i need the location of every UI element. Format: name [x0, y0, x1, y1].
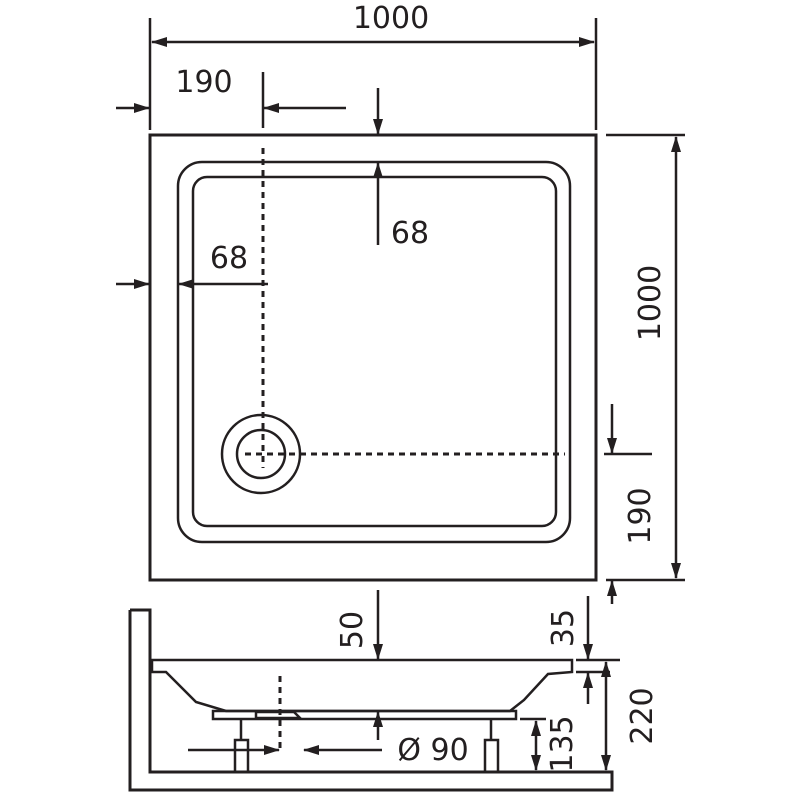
dimension-leg-height-label: 135 — [545, 715, 580, 772]
dimension-total-height-label: 220 — [625, 687, 660, 744]
dimension-drain-diameter-label: Ø 90 — [397, 733, 468, 768]
dimension-drain-offset-y: 190 — [604, 404, 658, 604]
tray-outline — [148, 133, 598, 582]
support-leg-right — [483, 738, 500, 774]
dimension-overall-width: 1000 — [148, 1, 598, 130]
dimension-drain-offset-x-label: 190 — [175, 65, 232, 100]
tray-section — [150, 658, 574, 713]
dimension-drain-offset-y-label: 190 — [623, 487, 658, 544]
dimension-tray-depth-label: 50 — [335, 611, 370, 649]
dimension-leg-height: 135 — [520, 715, 580, 773]
drain-inner-circle — [235, 428, 287, 480]
dimension-total-height: 220 — [601, 661, 660, 771]
dimension-rim-width-top: 68 — [373, 88, 429, 251]
dimension-rim-width-left: 68 — [116, 241, 268, 289]
dimension-overall-depth-label: 1000 — [633, 265, 668, 341]
dimension-overall-depth: 1000 — [606, 133, 685, 582]
dimension-rim-width-left-label: 68 — [210, 241, 248, 276]
drain-trap — [254, 710, 304, 720]
dimension-rim-thickness: 35 — [546, 596, 620, 704]
tray-base-plate — [211, 709, 518, 721]
plan-view — [148, 133, 598, 582]
dimension-rim-width-top-label: 68 — [391, 216, 429, 251]
dimension-drain-offset-x: 190 — [116, 65, 346, 128]
side-view — [128, 608, 614, 792]
dimension-tray-depth: 50 — [335, 590, 383, 740]
dimension-overall-width-label: 1000 — [353, 1, 429, 36]
dimension-rim-thickness-label: 35 — [546, 609, 581, 647]
dimension-drain-diameter: Ø 90 — [188, 733, 469, 768]
wall-outline — [128, 608, 614, 792]
support-leg-left — [233, 738, 250, 774]
